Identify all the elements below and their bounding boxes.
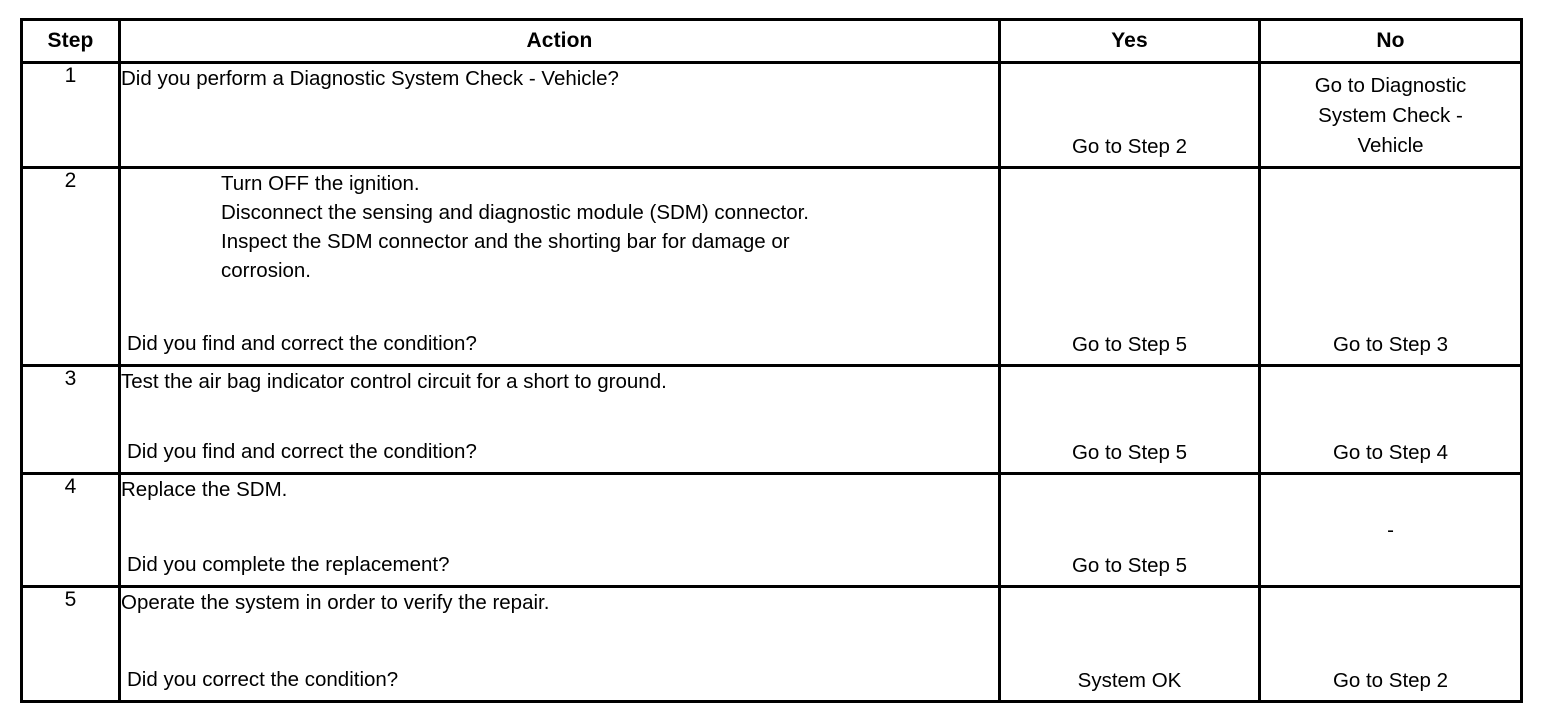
table-row: 1 Did you perform a Diagnostic System Ch… bbox=[20, 61, 1523, 169]
no-answer-cell: Go to Diagnostic System Check - Vehicle bbox=[1258, 61, 1523, 169]
yes-answer-text: Go to Step 5 bbox=[1071, 554, 1188, 577]
no-answer-line: Vehicle bbox=[1357, 134, 1424, 157]
step-number: 2 bbox=[20, 166, 121, 367]
no-answer-text: Go to Step 2 bbox=[1332, 669, 1449, 692]
step-number: 1 bbox=[20, 61, 121, 169]
action-cell: Test the air bag indicator control circu… bbox=[118, 364, 1001, 475]
table-row: 3 Test the air bag indicator control cir… bbox=[20, 364, 1523, 475]
yes-answer-text: Go to Step 5 bbox=[1071, 333, 1188, 356]
action-sub-line: Inspect the SDM connector and the shorti… bbox=[221, 230, 790, 253]
diagnostic-procedure-table: Step Action Yes No 1 Did you perform a D… bbox=[20, 18, 1523, 703]
no-answer-line: Go to Diagnostic bbox=[1314, 74, 1467, 97]
action-sub-line: corrosion. bbox=[221, 259, 312, 282]
action-question: Did you find and correct the condition? bbox=[127, 332, 477, 355]
action-question: Did you complete the replacement? bbox=[127, 553, 450, 576]
action-cell: Operate the system in order to verify th… bbox=[118, 585, 1001, 703]
action-cell: Did you perform a Diagnostic System Chec… bbox=[118, 61, 1001, 169]
step-number: 3 bbox=[20, 364, 121, 475]
action-text: Operate the system in order to verify th… bbox=[121, 588, 998, 617]
action-cell: Replace the SDM. Did you complete the re… bbox=[118, 472, 1001, 588]
action-cell: Turn OFF the ignition. Disconnect the se… bbox=[118, 166, 1001, 367]
action-line: Operate the system in order to verify th… bbox=[121, 591, 550, 614]
table-row: 2 Turn OFF the ignition. Disconnect the … bbox=[20, 166, 1523, 367]
no-answer-cell: Go to Step 2 bbox=[1258, 585, 1523, 703]
no-answer-text: Go to Step 4 bbox=[1332, 441, 1449, 464]
table-row: 4 Replace the SDM. Did you complete the … bbox=[20, 472, 1523, 588]
action-question: Did you correct the condition? bbox=[127, 668, 399, 691]
column-header-step: Step bbox=[20, 18, 121, 64]
step-number: 4 bbox=[20, 472, 121, 588]
action-line: Test the air bag indicator control circu… bbox=[121, 370, 667, 393]
yes-answer-cell: Go to Step 2 bbox=[998, 61, 1261, 169]
action-sub-line: Turn OFF the ignition. bbox=[221, 172, 420, 195]
yes-answer-text: System OK bbox=[1077, 669, 1182, 692]
action-line: Did you perform a Diagnostic System Chec… bbox=[121, 67, 619, 90]
no-answer-text: - bbox=[1387, 518, 1394, 542]
column-header-yes: Yes bbox=[998, 18, 1261, 64]
yes-answer-text: Go to Step 5 bbox=[1071, 441, 1188, 464]
table-row: 5 Operate the system in order to verify … bbox=[20, 585, 1523, 703]
action-question: Did you find and correct the condition? bbox=[127, 440, 477, 463]
action-line: Replace the SDM. bbox=[121, 478, 288, 501]
no-answer-line: System Check - bbox=[1318, 104, 1463, 127]
yes-answer-cell: Go to Step 5 bbox=[998, 166, 1261, 367]
yes-answer-cell: Go to Step 5 bbox=[998, 472, 1261, 588]
no-answer-text: Go to Step 3 bbox=[1332, 333, 1449, 356]
no-answer-cell: - bbox=[1258, 472, 1523, 588]
no-answer-cell: Go to Step 3 bbox=[1258, 166, 1523, 367]
action-text: Replace the SDM. bbox=[121, 475, 998, 504]
column-header-no: No bbox=[1258, 18, 1523, 64]
step-number: 5 bbox=[20, 585, 121, 703]
action-sub-line: Disconnect the sensing and diagnostic mo… bbox=[221, 201, 809, 224]
action-text: Did you perform a Diagnostic System Chec… bbox=[121, 64, 998, 93]
no-answer-cell: Go to Step 4 bbox=[1258, 364, 1523, 475]
yes-answer-cell: System OK bbox=[998, 585, 1261, 703]
yes-answer-cell: Go to Step 5 bbox=[998, 364, 1261, 475]
column-header-action: Action bbox=[118, 18, 1001, 64]
no-answer-text: Go to Diagnostic System Check - Vehicle bbox=[1261, 71, 1520, 161]
yes-answer-text: Go to Step 2 bbox=[1071, 135, 1188, 158]
action-text: Turn OFF the ignition. Disconnect the se… bbox=[121, 169, 998, 285]
action-text: Test the air bag indicator control circu… bbox=[121, 367, 998, 396]
table-header-row: Step Action Yes No bbox=[20, 18, 1523, 64]
